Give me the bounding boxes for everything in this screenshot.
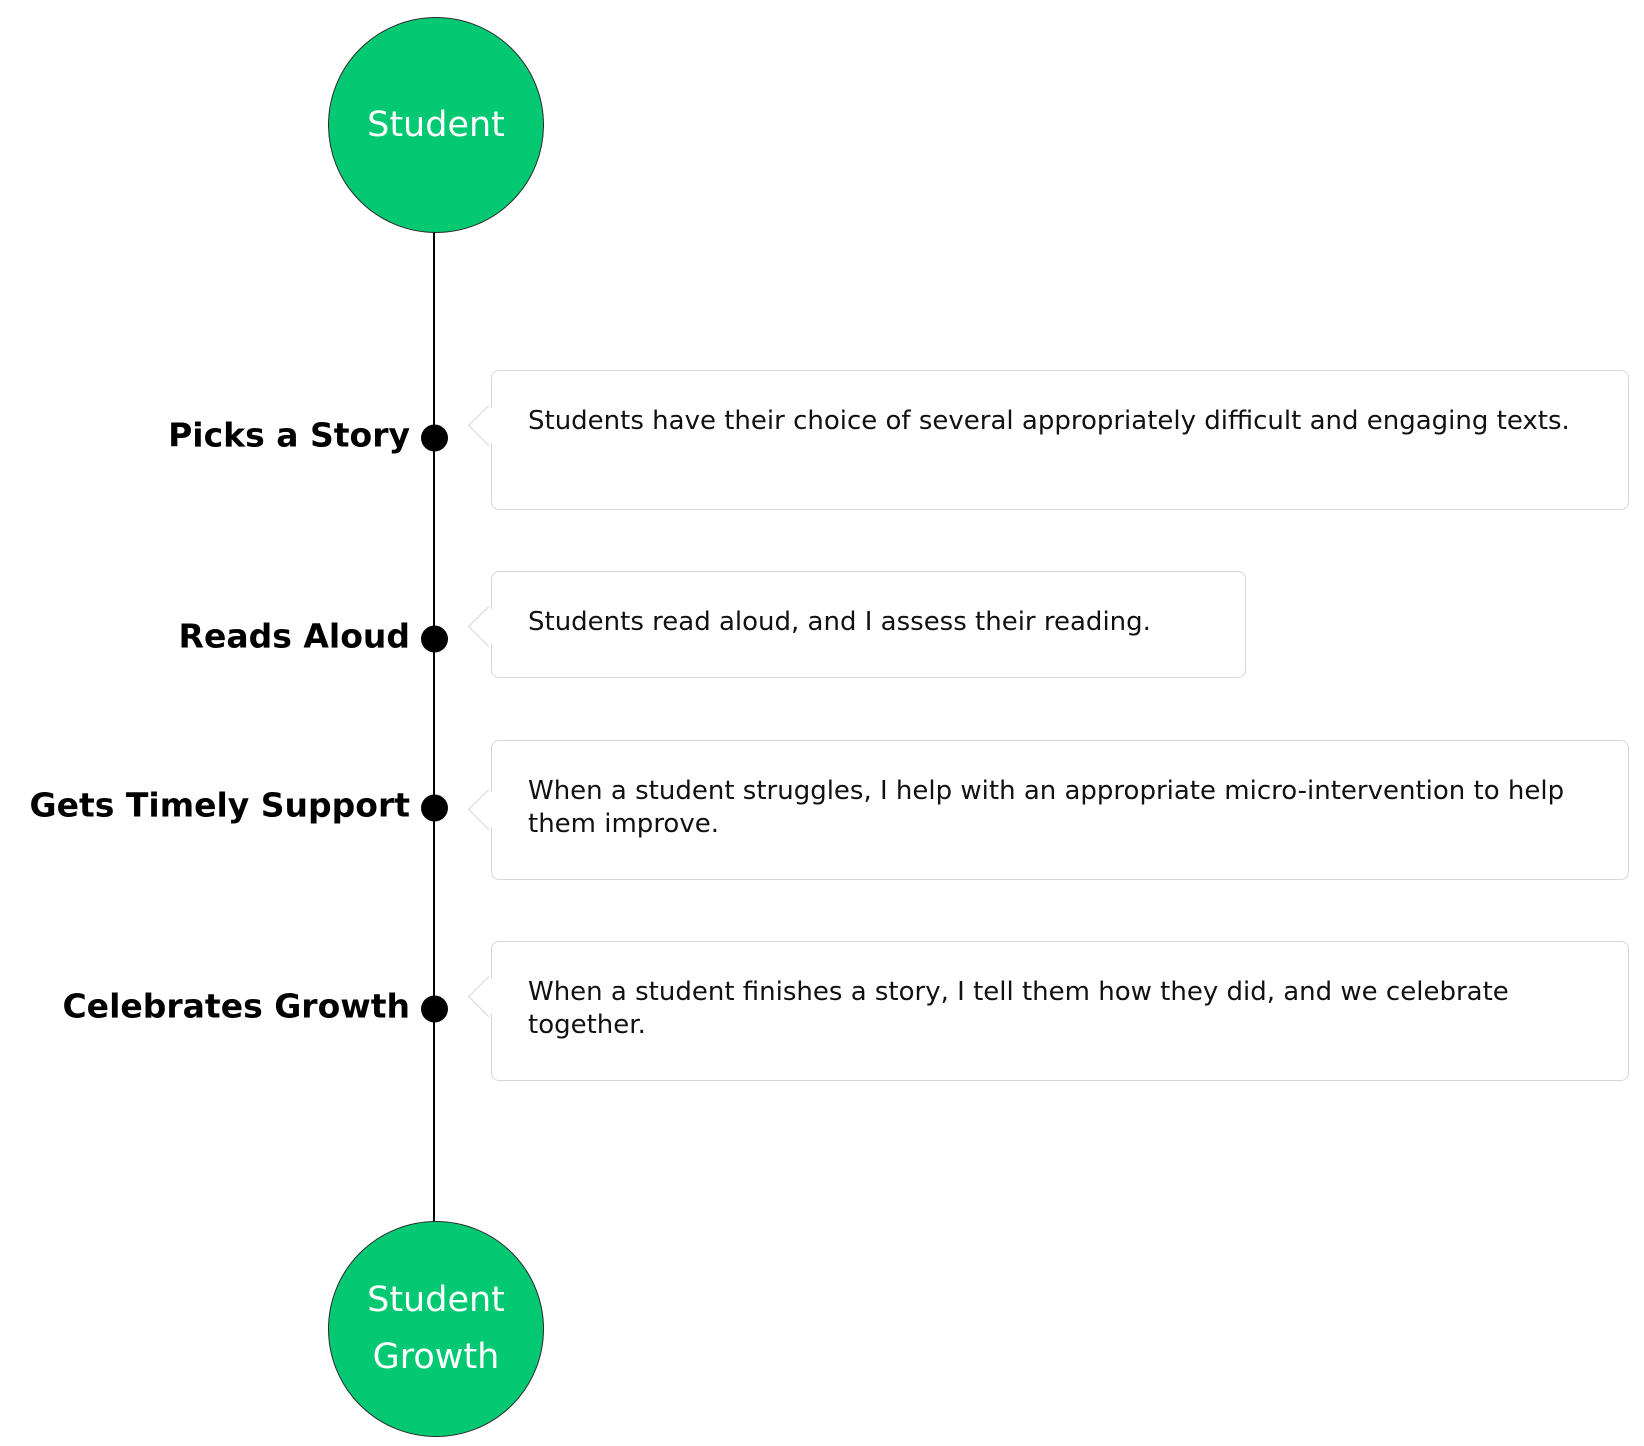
card-pointer — [467, 404, 510, 447]
step-description: When a student finishes a story, I tell … — [528, 977, 1509, 1040]
step-title-picks-a-story: Picks a Story — [168, 415, 410, 455]
card-pointer — [467, 605, 510, 648]
step-description: When a student struggles, I help with an… — [528, 776, 1565, 839]
step-title-reads-aloud: Reads Aloud — [178, 616, 410, 656]
start-node: Student — [328, 17, 544, 233]
step-card-gets-timely-support: When a student struggles, I help with an… — [467, 740, 1629, 880]
step-card-celebrates-growth: When a student finishes a story, I tell … — [467, 941, 1629, 1081]
step-title-gets-timely-support: Gets Timely Support — [29, 785, 411, 825]
card-pointer — [467, 975, 510, 1018]
end-node-label: Student Growth — [367, 1280, 505, 1377]
start-node-label: Student — [367, 104, 505, 145]
timeline-line — [433, 232, 435, 1224]
step-dot — [421, 794, 448, 822]
step-card-picks-a-story: Students have their choice of several ap… — [467, 370, 1629, 510]
end-node: Student Growth — [328, 1221, 544, 1437]
step-description: Students have their choice of several ap… — [528, 406, 1570, 436]
step-title-celebrates-growth: Celebrates Growth — [62, 986, 410, 1026]
step-card-reads-aloud: Students read aloud, and I assess their … — [467, 571, 1246, 678]
card-pointer — [467, 788, 510, 831]
step-description: Students read aloud, and I assess their … — [528, 607, 1151, 637]
step-dot — [421, 995, 448, 1023]
step-dot — [421, 625, 448, 653]
step-dot — [421, 424, 448, 452]
